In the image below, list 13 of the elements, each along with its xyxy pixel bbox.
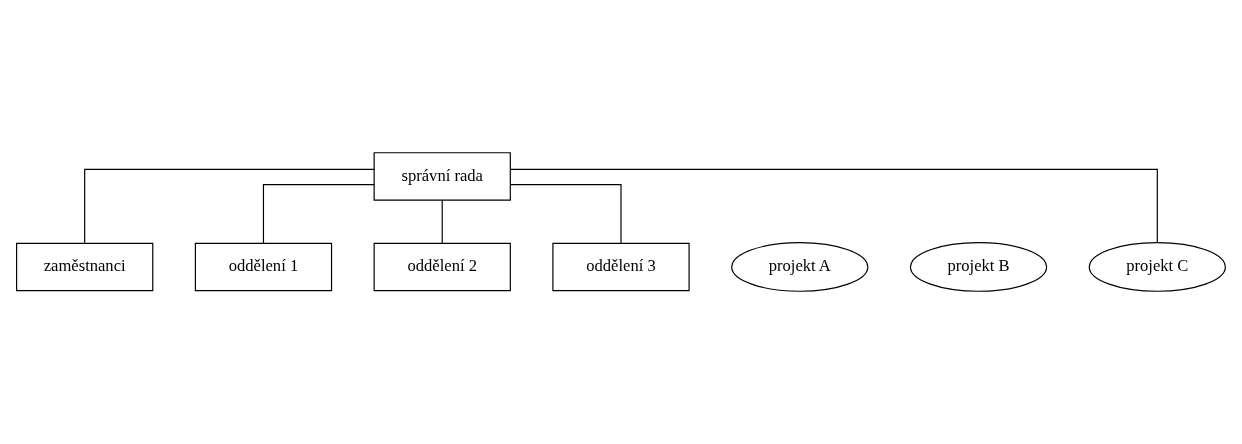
connector: [509, 168, 1158, 243]
node-ellipse: projekt A: [731, 242, 869, 292]
node-box: oddělení 3: [552, 242, 690, 292]
node-ellipse: projekt C: [1088, 242, 1226, 292]
node-box: oddělení 1: [194, 242, 333, 292]
node-box: zaměstnanci: [16, 242, 154, 292]
node-box: oddělení 2: [373, 242, 511, 292]
node-box: správní rada: [373, 152, 511, 201]
node-ellipse: projekt B: [909, 242, 1048, 292]
connector: [441, 199, 443, 244]
connector: [84, 168, 375, 244]
connector: [509, 184, 622, 244]
connector: [262, 184, 375, 244]
